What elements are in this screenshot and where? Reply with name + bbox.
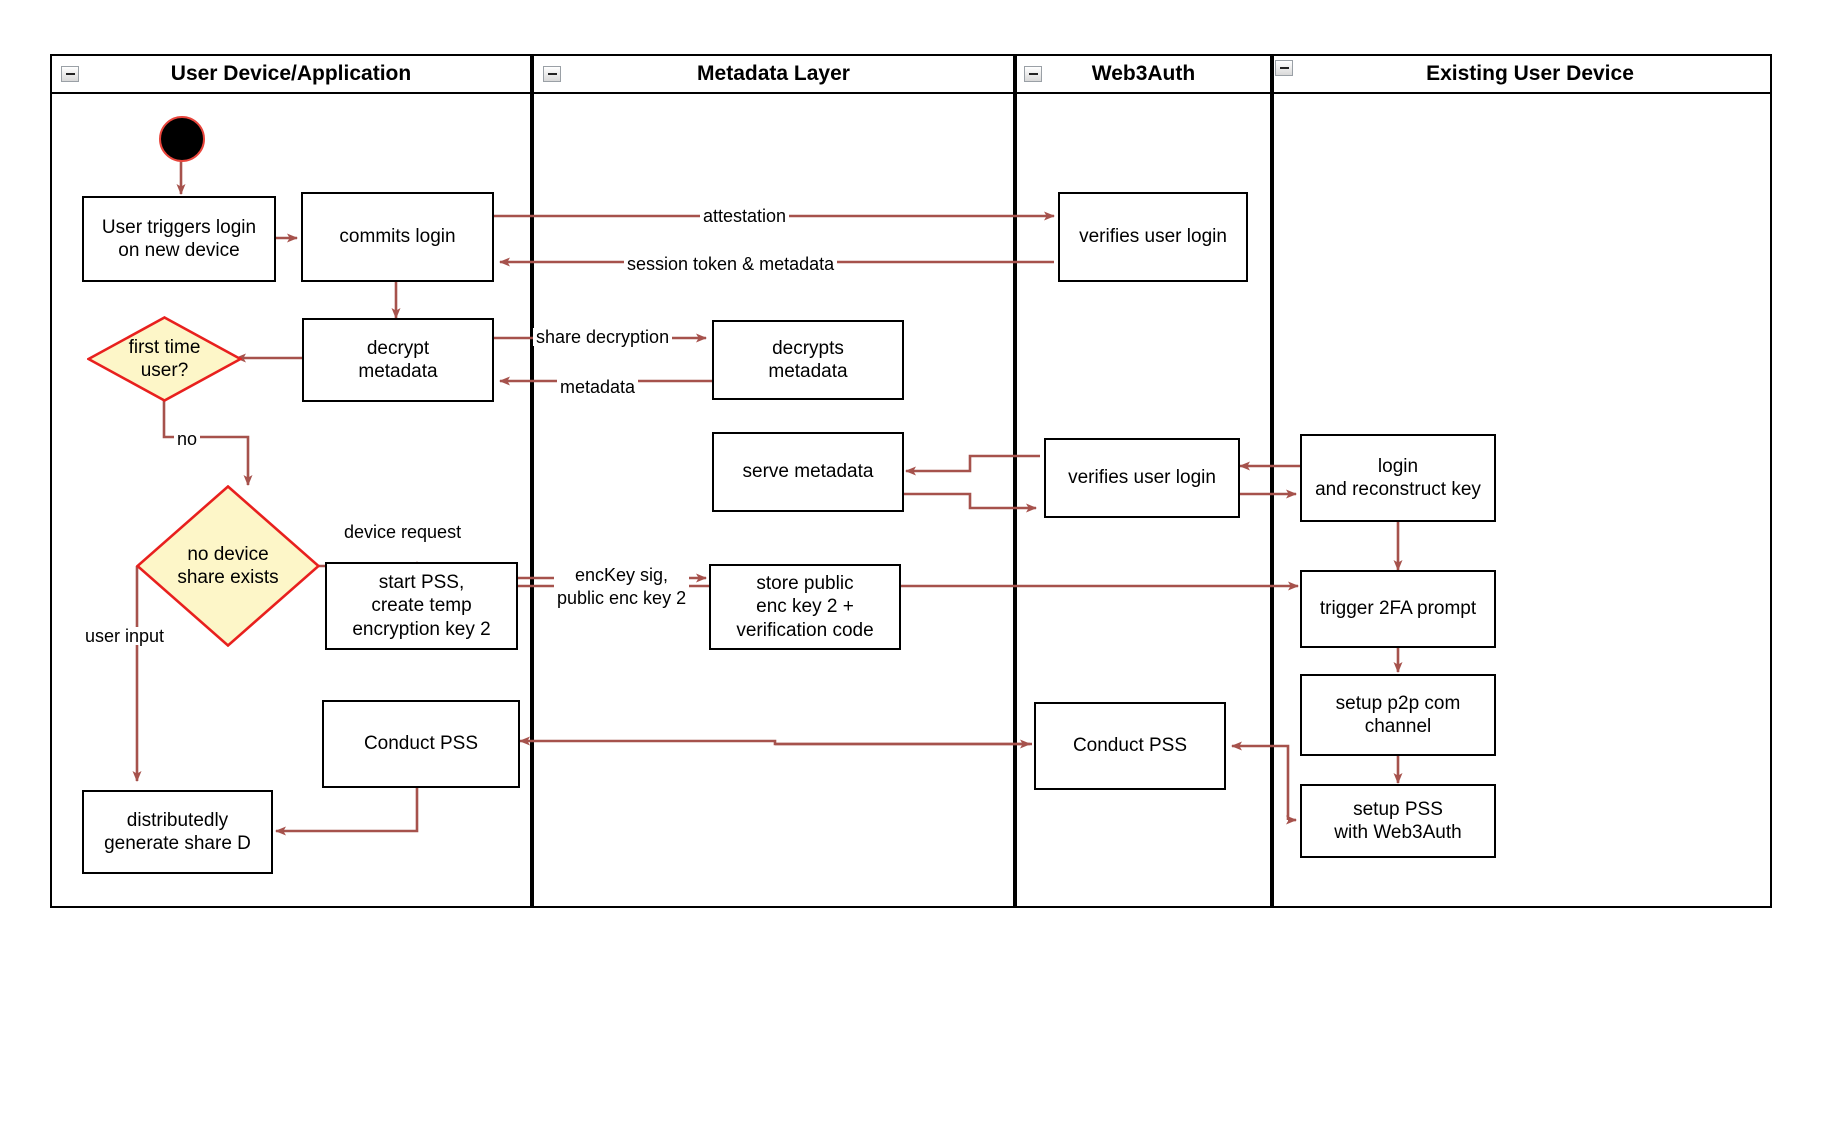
node-label: verifies user login bbox=[1068, 467, 1216, 489]
node-start-pss-create-temp-key[interactable]: start PSS, create temp encryption key 2 bbox=[325, 562, 518, 650]
edge-label-metadata: metadata bbox=[557, 377, 639, 397]
edge-label-text: encKey sig, public enc key 2 bbox=[557, 565, 687, 608]
node-label: decrypt metadata bbox=[358, 337, 438, 382]
edge-label-text: user input bbox=[85, 626, 165, 646]
edge-label-enckey-sig: encKey sig, public enc key 2 bbox=[554, 564, 690, 609]
lane-title-user-device: User Device/Application bbox=[170, 62, 412, 85]
node-conduct-pss-user[interactable]: Conduct PSS bbox=[322, 700, 520, 788]
node-commits-login[interactable]: commits login bbox=[301, 192, 494, 282]
node-label: store public enc key 2 + verification co… bbox=[736, 573, 874, 641]
node-distributedly-generate-share-d[interactable]: distributedly generate share D bbox=[82, 790, 273, 874]
node-verifies-user-login-2[interactable]: verifies user login bbox=[1044, 438, 1240, 518]
lane-title-existing-user-device: Existing User Device bbox=[1426, 62, 1634, 85]
node-first-time-user[interactable]: first time user? bbox=[87, 316, 242, 402]
node-conduct-pss-web3auth[interactable]: Conduct PSS bbox=[1034, 702, 1226, 790]
node-setup-pss-with-web3auth[interactable]: setup PSS with Web3Auth bbox=[1300, 784, 1496, 858]
node-label: decrypts metadata bbox=[768, 337, 848, 382]
node-decrypts-metadata[interactable]: decrypts metadata bbox=[712, 320, 904, 400]
lane-header-web3auth[interactable]: Web3Auth bbox=[1015, 54, 1272, 94]
node-label: Conduct PSS bbox=[1072, 735, 1188, 757]
node-label: Conduct PSS bbox=[363, 733, 479, 755]
node-trigger-2fa-prompt[interactable]: trigger 2FA prompt bbox=[1300, 570, 1496, 648]
node-label: start PSS, create temp encryption key 2 bbox=[352, 572, 491, 640]
collapse-minus-icon[interactable] bbox=[61, 66, 79, 82]
edge-label-text: share decryption bbox=[536, 327, 670, 347]
edge-label-text: no bbox=[177, 429, 198, 449]
node-label: commits login bbox=[339, 226, 456, 248]
decision-shape bbox=[136, 485, 320, 647]
edge-label-no: no bbox=[174, 429, 201, 449]
lane-header-existing-user-device[interactable]: Existing User Device bbox=[1272, 54, 1772, 94]
node-label: setup p2p com channel bbox=[1335, 692, 1461, 737]
node-serve-metadata[interactable]: serve metadata bbox=[712, 432, 904, 512]
node-store-public-enc-key[interactable]: store public enc key 2 + verification co… bbox=[709, 564, 901, 650]
collapse-minus-icon[interactable] bbox=[543, 66, 561, 82]
node-setup-p2p-com-channel[interactable]: setup p2p com channel bbox=[1300, 674, 1496, 756]
node-verifies-user-login-1[interactable]: verifies user login bbox=[1058, 192, 1248, 282]
edge-label-user-input: user input bbox=[82, 626, 168, 646]
edge-label-text: device request bbox=[344, 522, 462, 542]
node-label: User triggers login on new device bbox=[101, 216, 257, 261]
node-label: verifies user login bbox=[1079, 226, 1227, 248]
node-login-and-reconstruct-key[interactable]: login and reconstruct key bbox=[1300, 434, 1496, 522]
node-label: distributedly generate share D bbox=[104, 809, 251, 854]
node-label: trigger 2FA prompt bbox=[1319, 598, 1477, 620]
edge-label-text: metadata bbox=[560, 377, 636, 397]
edge-label-attestation: attestation bbox=[700, 206, 790, 226]
lane-title-web3auth: Web3Auth bbox=[1091, 62, 1196, 85]
node-label: login and reconstruct key bbox=[1315, 455, 1481, 500]
node-label: serve metadata bbox=[742, 461, 874, 483]
edge-label-text: session token & metadata bbox=[627, 254, 835, 274]
edge-label-device-request: device request bbox=[341, 522, 465, 542]
node-no-device-share-exists[interactable]: no device share exists bbox=[136, 485, 320, 647]
lane-title-metadata-layer: Metadata Layer bbox=[697, 62, 850, 85]
lane-header-user-device[interactable]: User Device/Application bbox=[50, 54, 532, 94]
node-label: no device share exists bbox=[177, 543, 279, 588]
initial-state-node bbox=[159, 116, 205, 162]
collapse-minus-icon[interactable] bbox=[1024, 66, 1042, 82]
node-user-triggers-login[interactable]: User triggers login on new device bbox=[82, 196, 276, 282]
node-decrypt-metadata[interactable]: decrypt metadata bbox=[302, 318, 494, 402]
edge-label-share-decryption: share decryption bbox=[533, 327, 673, 347]
edge-label-text: attestation bbox=[703, 206, 787, 226]
lane-header-metadata-layer[interactable]: Metadata Layer bbox=[532, 54, 1015, 94]
decision-shape bbox=[87, 316, 242, 402]
node-label: first time user? bbox=[128, 336, 201, 381]
edge-label-session-token: session token & metadata bbox=[624, 254, 838, 274]
node-label: setup PSS with Web3Auth bbox=[1334, 798, 1462, 843]
collapse-minus-icon[interactable] bbox=[1275, 60, 1293, 76]
